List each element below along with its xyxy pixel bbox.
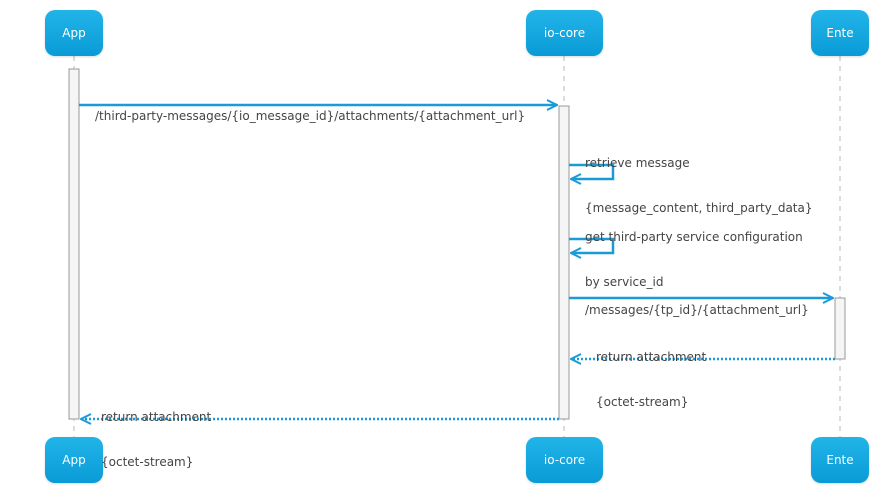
participant-ente-top: Ente [811,10,869,56]
activation-app [68,68,80,420]
message-label-5-line-2: {octet-stream} [596,395,689,409]
message-label-2: retrieve message {message_content, third… [585,126,813,246]
message-label-6: return attachment {octet-stream} [101,380,211,500]
participant-ente-bottom: Ente [811,437,869,483]
message-label-3-line-1: get third-party service configuration [585,230,803,244]
message-label-1: /third-party-messages/{io_message_id}/at… [95,79,525,154]
message-label-4-line-1: /messages/{tp_id}/{attachment_url} [585,303,809,317]
participant-iocore-top: io-core [526,10,603,56]
activation-ente [834,297,846,360]
message-label-5-line-1: return attachment [596,350,707,364]
message-label-2-line-1: retrieve message [585,156,690,170]
message-label-3: get third-party service configuration by… [585,200,803,320]
message-label-1-line-1: /third-party-messages/{io_message_id}/at… [95,109,526,123]
message-arrow-2 [569,163,615,179]
participant-app-bottom: App [45,437,103,483]
activation-iocore [558,105,570,420]
message-label-6-line-2: {octet-stream} [101,455,194,469]
message-label-3-line-2: by service_id [585,275,664,289]
message-label-5: return attachment {octet-stream} [596,320,706,440]
message-label-2-line-2: {message_content, third_party_data} [585,201,813,215]
message-label-4: /messages/{tp_id}/{attachment_url} [585,273,809,348]
participant-app-top: App [45,10,103,56]
message-arrow-3 [569,237,615,253]
participant-iocore-bottom: io-core [526,437,603,483]
message-label-6-line-1: return attachment [101,410,212,424]
